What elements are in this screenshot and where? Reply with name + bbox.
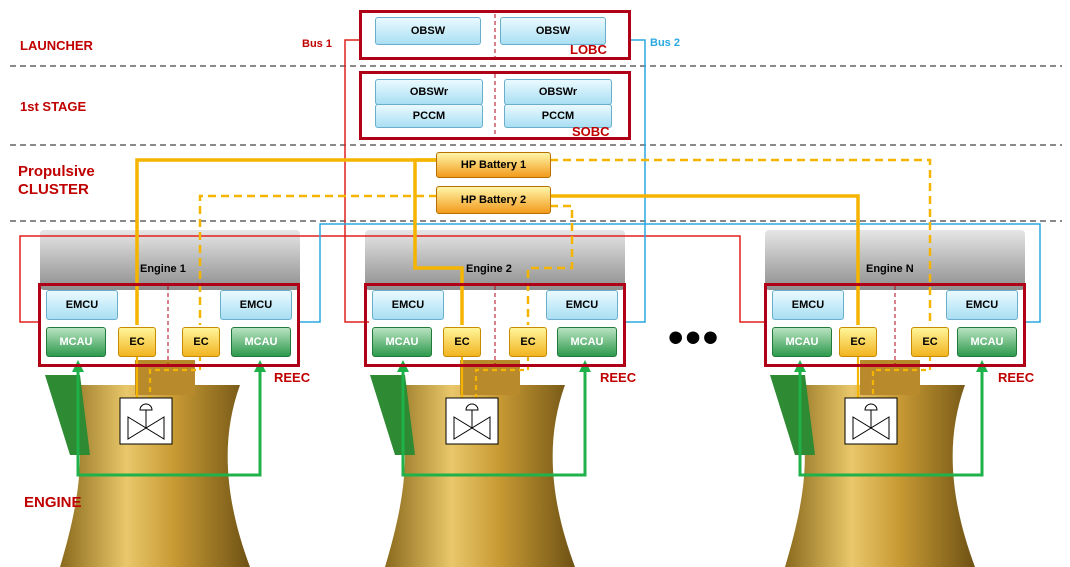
- engine-1-emcu-right: EMCU: [220, 290, 292, 320]
- layer-label-propulsive: Propulsive: [18, 163, 95, 180]
- sobc-obswr-left: OBSWr: [375, 79, 483, 105]
- engine-2-emcu-left: EMCU: [372, 290, 444, 320]
- bus1-label: Bus 1: [302, 38, 332, 50]
- valve-icon: [844, 397, 898, 445]
- sobc-frame: [359, 71, 631, 140]
- layer-label-engine: ENGINE: [24, 494, 82, 511]
- lobc-frame: [359, 10, 631, 60]
- engine-n-mcau-left: MCAU: [772, 327, 832, 357]
- engine-1-title: Engine 1: [140, 263, 186, 275]
- engine-1-reec-label: REEC: [274, 370, 311, 385]
- bus2-label: Bus 2: [650, 37, 680, 49]
- frame-dividers: [167, 14, 896, 366]
- battery2-lines: [198, 158, 932, 325]
- reec-frame-n: [764, 283, 1026, 367]
- engine-2-title: Engine 2: [466, 263, 512, 275]
- engine-1-mcau-left: MCAU: [46, 327, 106, 357]
- bus1-line: [19, 39, 766, 323]
- engine-2-ec-right: EC: [509, 327, 547, 357]
- engine-n-title: Engine N: [866, 263, 914, 275]
- layer-label-launcher: LAUNCHER: [20, 38, 93, 53]
- engine-n-mcau-right: MCAU: [957, 327, 1017, 357]
- engine-2-reec-label: REEC: [600, 370, 637, 385]
- hp-battery-2: HP Battery 2: [436, 186, 551, 214]
- layer-label-cluster: CLUSTER: [18, 181, 89, 198]
- hp-battery-1: HP Battery 1: [436, 152, 551, 178]
- reec-frame-1: [38, 283, 300, 367]
- sobc-pccm-left: PCCM: [375, 104, 483, 128]
- valve-icon: [445, 397, 499, 445]
- battery1-lines: [135, 158, 860, 325]
- engine-2-ec-left: EC: [443, 327, 481, 357]
- engine-n-reec-label: REEC: [998, 370, 1035, 385]
- engine-n-ec-left: EC: [839, 327, 877, 357]
- engine-2-mcau-right: MCAU: [557, 327, 617, 357]
- ec-to-valve-lines: [135, 356, 932, 398]
- engine-1-emcu-left: EMCU: [46, 290, 118, 320]
- layer-label-first-stage: 1st STAGE: [20, 99, 87, 114]
- sobc-label: SOBC: [572, 124, 610, 139]
- engine-n-emcu-right: EMCU: [946, 290, 1018, 320]
- engine-2-mcau-left: MCAU: [372, 327, 432, 357]
- lobc-label: LOBC: [570, 42, 607, 57]
- more-engines-ellipsis: •••: [668, 313, 721, 362]
- engine-2-emcu-right: EMCU: [546, 290, 618, 320]
- bus2-line: [299, 39, 1041, 323]
- engine-n-ec-right: EC: [911, 327, 949, 357]
- engine-1-ec-right: EC: [182, 327, 220, 357]
- reec-frame-2: [364, 283, 626, 367]
- sobc-obswr-right: OBSWr: [504, 79, 612, 105]
- lobc-obsw-right: OBSW: [500, 17, 606, 45]
- engine-1-mcau-right: MCAU: [231, 327, 291, 357]
- valve-icon: [119, 397, 173, 445]
- lobc-obsw-left: OBSW: [375, 17, 481, 45]
- engine-loop-lines: [76, 368, 984, 477]
- engine-1-ec-left: EC: [118, 327, 156, 357]
- sobc-pccm-right: PCCM: [504, 104, 612, 128]
- engine-n-emcu-left: EMCU: [772, 290, 844, 320]
